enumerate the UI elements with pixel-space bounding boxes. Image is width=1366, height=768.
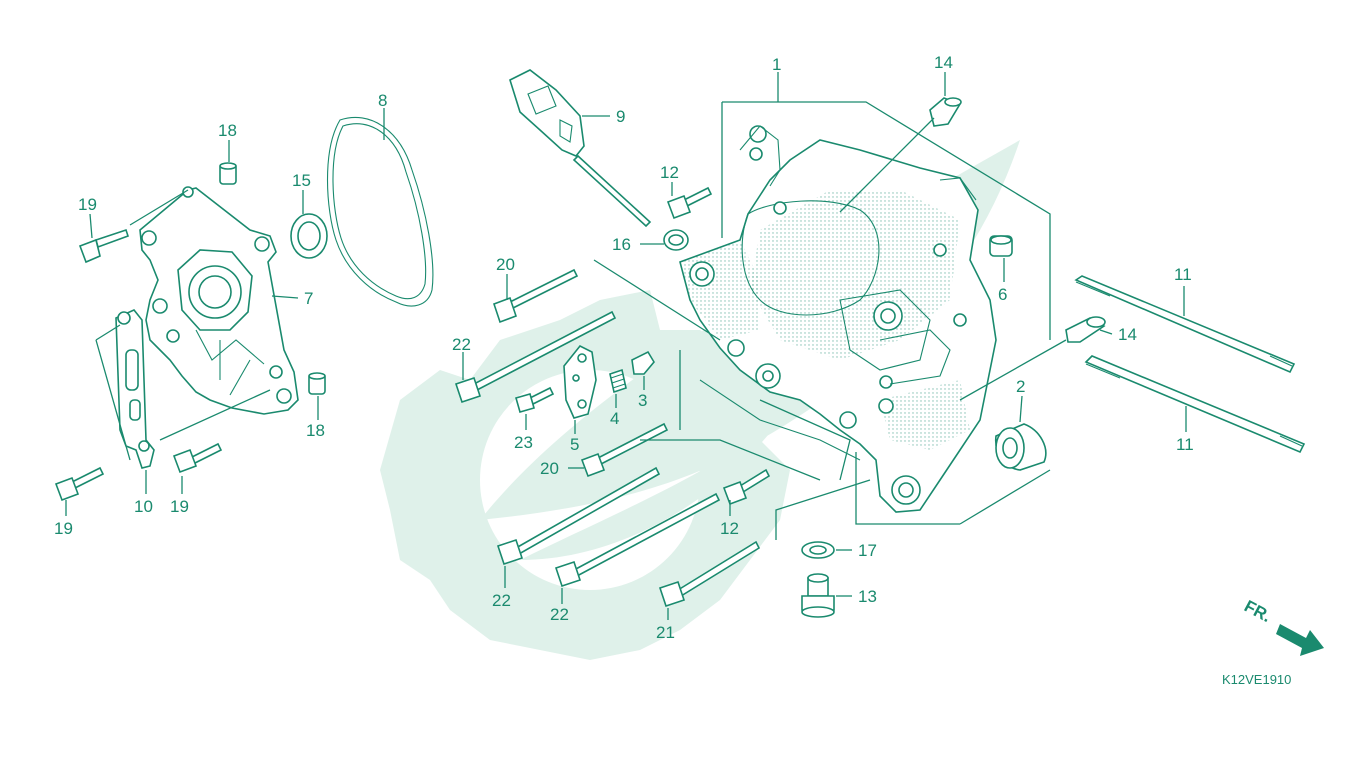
callout-14-lower: 14 [1118, 325, 1137, 344]
callout-15: 15 [292, 171, 311, 190]
washer-part-17[interactable] [801, 541, 835, 559]
crankcase-right-part-1[interactable] [679, 125, 997, 513]
callout-5: 5 [570, 435, 579, 454]
bolt-part-19-middle[interactable] [172, 442, 223, 474]
callout-1: 1 [772, 55, 781, 74]
callout-2: 2 [1016, 377, 1025, 396]
front-direction-arrow: FR. [1241, 597, 1324, 656]
crankcase-cover-part-7[interactable] [139, 186, 299, 415]
diagram-code: K12VE1910 [1222, 672, 1291, 687]
bolt-part-22-lower[interactable] [554, 492, 721, 588]
drain-bolt-part-13[interactable] [801, 573, 835, 618]
bearing-part-2[interactable] [995, 423, 1047, 471]
callout-19-upper: 19 [78, 195, 97, 214]
callout-18-lower: 18 [306, 421, 325, 440]
dowel-pin-part-6[interactable] [989, 235, 1013, 257]
callout-22-lower: 22 [550, 605, 569, 624]
callout-6: 6 [998, 285, 1007, 304]
callout-11-upper: 11 [1174, 265, 1192, 284]
callout-8: 8 [378, 91, 387, 110]
washer-part-16[interactable] [663, 229, 689, 251]
callout-23: 23 [514, 433, 533, 452]
callout-14-upper: 14 [934, 53, 953, 72]
callout-18-upper: 18 [218, 121, 237, 140]
bolt-part-12-lower[interactable] [722, 468, 771, 506]
callout-12-lower: 12 [720, 519, 739, 538]
callout-12-upper: 12 [660, 163, 679, 182]
bolt-part-21[interactable] [658, 540, 761, 608]
stud-bolt-part-11-upper[interactable] [1074, 275, 1296, 374]
bolt-part-20-upper[interactable] [492, 268, 579, 324]
bolt-part-20-lower[interactable] [580, 422, 669, 478]
callout-10: 10 [134, 497, 153, 516]
callout-19-lower: 19 [54, 519, 73, 538]
callout-22-upper: 22 [452, 335, 471, 354]
dowel-pin-part-14-lower[interactable] [1065, 316, 1106, 343]
callout-16: 16 [612, 235, 631, 254]
callout-19-middle: 19 [170, 497, 189, 516]
callout-11-lower: 11 [1176, 435, 1194, 454]
dowel-pin-part-18-upper[interactable] [219, 162, 237, 185]
callout-3: 3 [638, 391, 647, 410]
oil-seal-part-15[interactable] [290, 213, 328, 259]
callout-21: 21 [656, 623, 675, 642]
callout-17: 17 [858, 541, 877, 560]
leader-lines [65, 72, 1187, 620]
o-ring-gasket-part-8[interactable] [326, 116, 434, 307]
callout-9: 9 [616, 107, 625, 126]
callout-7: 7 [304, 289, 313, 308]
plate-part-5[interactable] [563, 344, 597, 419]
bolt-part-12-upper[interactable] [666, 186, 713, 220]
bolt-part-22-upper[interactable] [454, 310, 617, 404]
callout-20-upper: 20 [496, 255, 515, 274]
pin-part-3[interactable] [631, 350, 655, 375]
dowel-pin-part-14-upper[interactable] [929, 97, 962, 127]
oil-dipstick-part-9[interactable] [509, 69, 652, 228]
stud-bolt-part-11-lower[interactable] [1084, 355, 1306, 454]
dowel-pin-part-18-lower[interactable] [308, 372, 326, 395]
callout-22-middle: 22 [492, 591, 511, 610]
spring-part-4[interactable] [609, 368, 627, 394]
bolt-part-23[interactable] [515, 386, 555, 413]
bolt-part-22-middle[interactable] [496, 466, 661, 566]
callout-20-lower: 20 [540, 459, 559, 478]
bolt-part-19-upper[interactable] [78, 228, 130, 264]
callout-13: 13 [858, 587, 877, 606]
front-direction-label: FR. [1241, 597, 1274, 627]
bolt-part-19-lower[interactable] [54, 466, 105, 502]
callout-4: 4 [610, 409, 619, 428]
